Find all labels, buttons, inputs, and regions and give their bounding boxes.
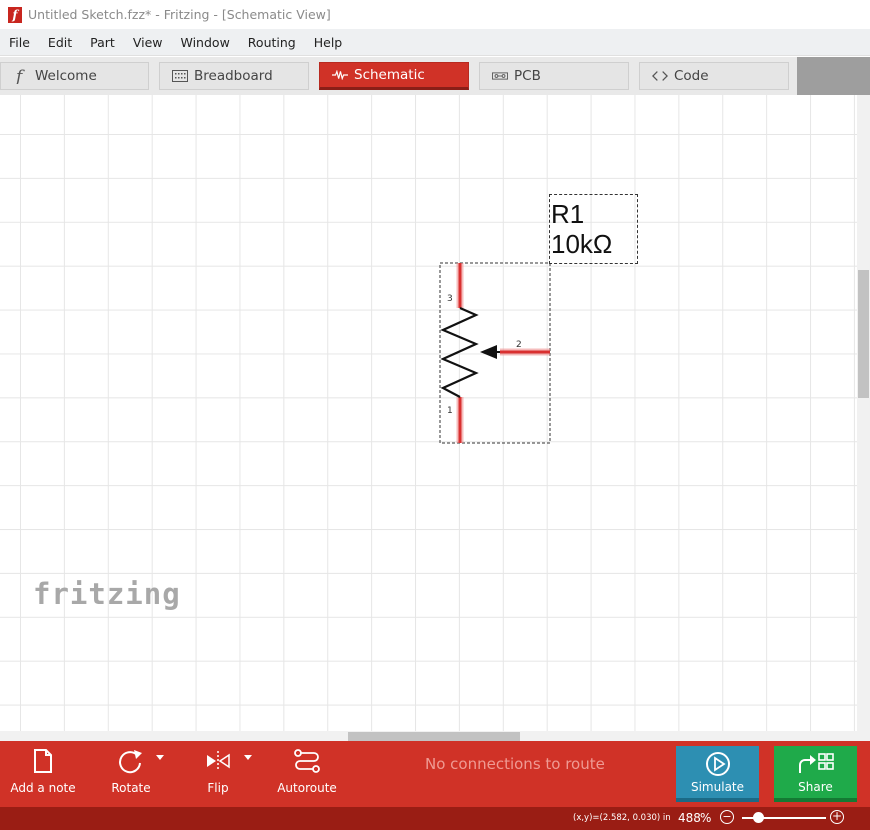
autoroute-button[interactable]: Autoroute [277, 741, 337, 807]
menu-edit[interactable]: Edit [47, 34, 73, 50]
cursor-coordinates: (x,y)=(2.582, 0.030) in [573, 813, 671, 823]
svg-text:f: f [15, 68, 25, 84]
zoom-slider-track[interactable] [742, 817, 826, 819]
flip-button[interactable]: Flip [200, 741, 236, 807]
breadboard-icon [172, 69, 188, 83]
status-bar: (x,y)=(2.582, 0.030) in 488 % − + [0, 807, 870, 830]
fritzing-app-icon: f [8, 6, 22, 23]
pin-1-number: 1 [447, 406, 453, 416]
bottom-toolbar: Add a note Rotate Flip Autoroute No conn… [0, 741, 870, 807]
menu-window[interactable]: Window [180, 34, 230, 50]
menu-file[interactable]: File [9, 34, 30, 50]
window-title: Untitled Sketch.fzz* - Fritzing - [Schem… [28, 7, 331, 22]
menu-view[interactable]: View [132, 34, 163, 50]
vertical-scrollbar-thumb[interactable] [858, 270, 869, 398]
tab-pcb-label: PCB [514, 68, 541, 84]
tab-pcb[interactable]: PCB [479, 62, 629, 90]
title-bar: f Untitled Sketch.fzz* - Fritzing - [Sch… [0, 0, 870, 29]
play-circle-icon [705, 752, 730, 776]
tab-code[interactable]: Code [639, 62, 789, 90]
part-label[interactable]: R1 10kΩ [549, 194, 638, 264]
autoroute-label: Autoroute [277, 781, 337, 795]
simulate-label: Simulate [690, 780, 745, 794]
resistor-zigzag [440, 306, 479, 398]
tab-breadboard-label: Breadboard [194, 68, 273, 84]
share-grid-icon [798, 753, 834, 773]
flip-dropdown-icon[interactable] [244, 755, 252, 760]
fritzing-watermark-logo: fritzing [33, 577, 181, 611]
schematic-canvas[interactable]: 3 2 1 R1 10kΩ fritzing [0, 95, 857, 731]
add-note-label: Add a note [10, 781, 76, 795]
tab-schematic[interactable]: Schematic [319, 62, 469, 90]
part-name-label: R1 [551, 199, 585, 229]
autoroute-icon [294, 749, 320, 773]
menu-help[interactable]: Help [313, 34, 343, 50]
zoom-slider-handle[interactable] [753, 812, 764, 823]
fritzing-f-icon: f [13, 68, 29, 84]
menu-part[interactable]: Part [90, 34, 115, 50]
horizontal-scrollbar[interactable] [0, 731, 857, 741]
tab-code-label: Code [674, 68, 709, 84]
pin-3-number: 3 [447, 294, 453, 304]
code-brackets-icon [652, 69, 668, 83]
flip-label: Flip [207, 781, 229, 795]
flip-icon [207, 751, 230, 771]
view-tab-bar: f Welcome Breadboard Schematic PCB Code [0, 57, 870, 95]
note-icon [34, 749, 52, 773]
part-value-label: 10kΩ [551, 229, 613, 259]
routing-status-text: No connections to route [425, 755, 605, 773]
zoom-unit: % [700, 811, 712, 825]
pin-2-number: 2 [516, 340, 522, 350]
tab-welcome-label: Welcome [35, 68, 97, 84]
menu-bar: File Edit Part View Window Routing Help [0, 29, 870, 56]
schematic-drawing: 3 2 1 [439, 262, 551, 444]
menu-routing[interactable]: Routing [247, 34, 296, 50]
schematic-resistor-icon [332, 68, 348, 82]
share-label: Share [798, 780, 833, 794]
vertical-scrollbar[interactable] [857, 95, 870, 741]
rotate-icon [119, 750, 142, 774]
simulate-button[interactable]: Simulate [676, 746, 759, 802]
tab-welcome[interactable]: f Welcome [0, 62, 149, 90]
zoom-out-icon[interactable]: − [720, 810, 734, 824]
tab-breadboard[interactable]: Breadboard [159, 62, 309, 90]
zoom-in-icon[interactable]: + [830, 809, 844, 824]
rotate-dropdown-icon[interactable] [156, 755, 164, 760]
wiper-arrow-icon [480, 345, 497, 359]
add-note-button[interactable]: Add a note [10, 741, 76, 807]
rotate-button[interactable]: Rotate [110, 741, 152, 807]
pcb-icon [492, 69, 508, 83]
share-button[interactable]: Share [774, 746, 857, 802]
horizontal-scrollbar-thumb[interactable] [348, 732, 520, 741]
rotate-label: Rotate [111, 781, 151, 795]
zoom-level-value[interactable]: 488 [678, 811, 701, 825]
tab-schematic-label: Schematic [354, 67, 425, 83]
